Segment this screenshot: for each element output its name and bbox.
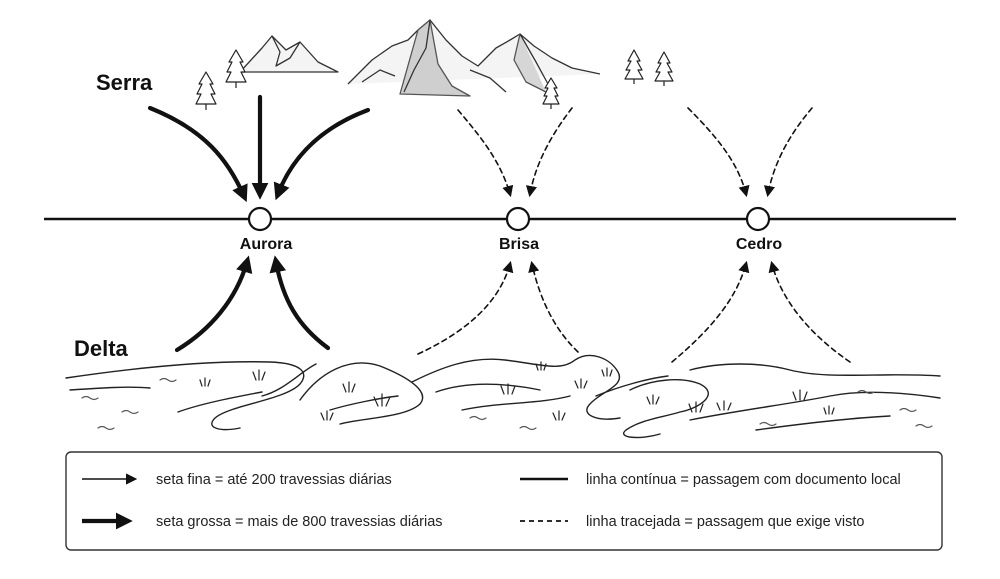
- crossing-node-aurora: [247, 206, 273, 232]
- tree-icon: [195, 71, 217, 110]
- legend-thin-arrow-text: seta fina = até 200 travessias diárias: [156, 472, 392, 488]
- flow-arrow-delta-cedro-right: [768, 260, 851, 363]
- flow-arrow-serra-cedro-left: [687, 107, 750, 198]
- flow-arrow-delta-aurora-left: [174, 255, 253, 353]
- tree-icons: [195, 49, 674, 110]
- tree-icon: [624, 49, 644, 84]
- node-label-brisa: Brisa: [499, 236, 539, 253]
- delta-landscape-illustration: [65, 354, 941, 439]
- brisa-flows: [417, 107, 579, 355]
- legend-box: [65, 451, 943, 551]
- crossing-node-cedro: [745, 206, 771, 232]
- flow-arrow-delta-cedro-left: [671, 260, 750, 363]
- flow-arrow-serra-cedro-right: [763, 107, 813, 198]
- legend-thick-arrow-text: seta grossa = mais de 800 travessias diá…: [156, 514, 443, 530]
- region-label-serra: Serra: [96, 70, 153, 95]
- flow-arrow-serra-aurora-left: [147, 105, 248, 203]
- tree-icon: [225, 49, 247, 88]
- reed-icons: [199, 361, 835, 421]
- region-label-delta: Delta: [74, 336, 129, 361]
- flow-arrow-serra-aurora-right: [273, 107, 371, 201]
- legend-solid-line-text: linha contínua = passagem com documento …: [586, 472, 901, 488]
- flow-arrow-serra-brisa-left: [457, 109, 514, 198]
- node-label-aurora: Aurora: [240, 236, 293, 253]
- cedro-flows: [671, 107, 851, 363]
- legend-dashed-line-text: linha tracejada = passagem que exige vis…: [586, 514, 865, 530]
- mountain-range-illustration: [239, 19, 601, 97]
- flow-arrow-serra-brisa-right: [525, 107, 573, 198]
- tree-icon: [654, 51, 674, 86]
- flow-arrow-delta-aurora-right: [269, 255, 331, 351]
- flow-arrow-delta-brisa-right: [528, 260, 579, 353]
- crossing-node-brisa: [505, 206, 531, 232]
- flow-arrow-delta-brisa-left: [417, 260, 514, 355]
- aurora-flows: [147, 94, 371, 353]
- water-ripples: [81, 377, 933, 431]
- legend: seta fina = até 200 travessias diárias s…: [65, 451, 943, 551]
- tree-icon: [542, 77, 560, 109]
- node-label-cedro: Cedro: [736, 236, 782, 253]
